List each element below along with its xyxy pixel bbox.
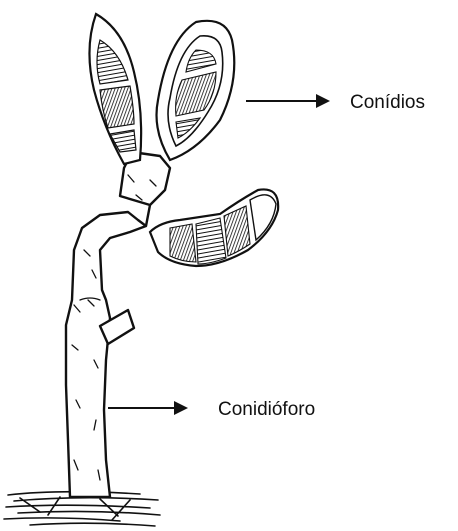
conidiophore-label: Conidióforo	[218, 399, 315, 420]
conidia-arrow	[246, 94, 330, 108]
conidium-3	[150, 189, 278, 266]
conidiophore-arrow	[108, 401, 188, 415]
conidia-label: Conídios	[350, 92, 425, 113]
conidium-1	[89, 14, 141, 164]
conidiophore-stalk	[66, 152, 170, 497]
conidium-2	[157, 21, 235, 160]
